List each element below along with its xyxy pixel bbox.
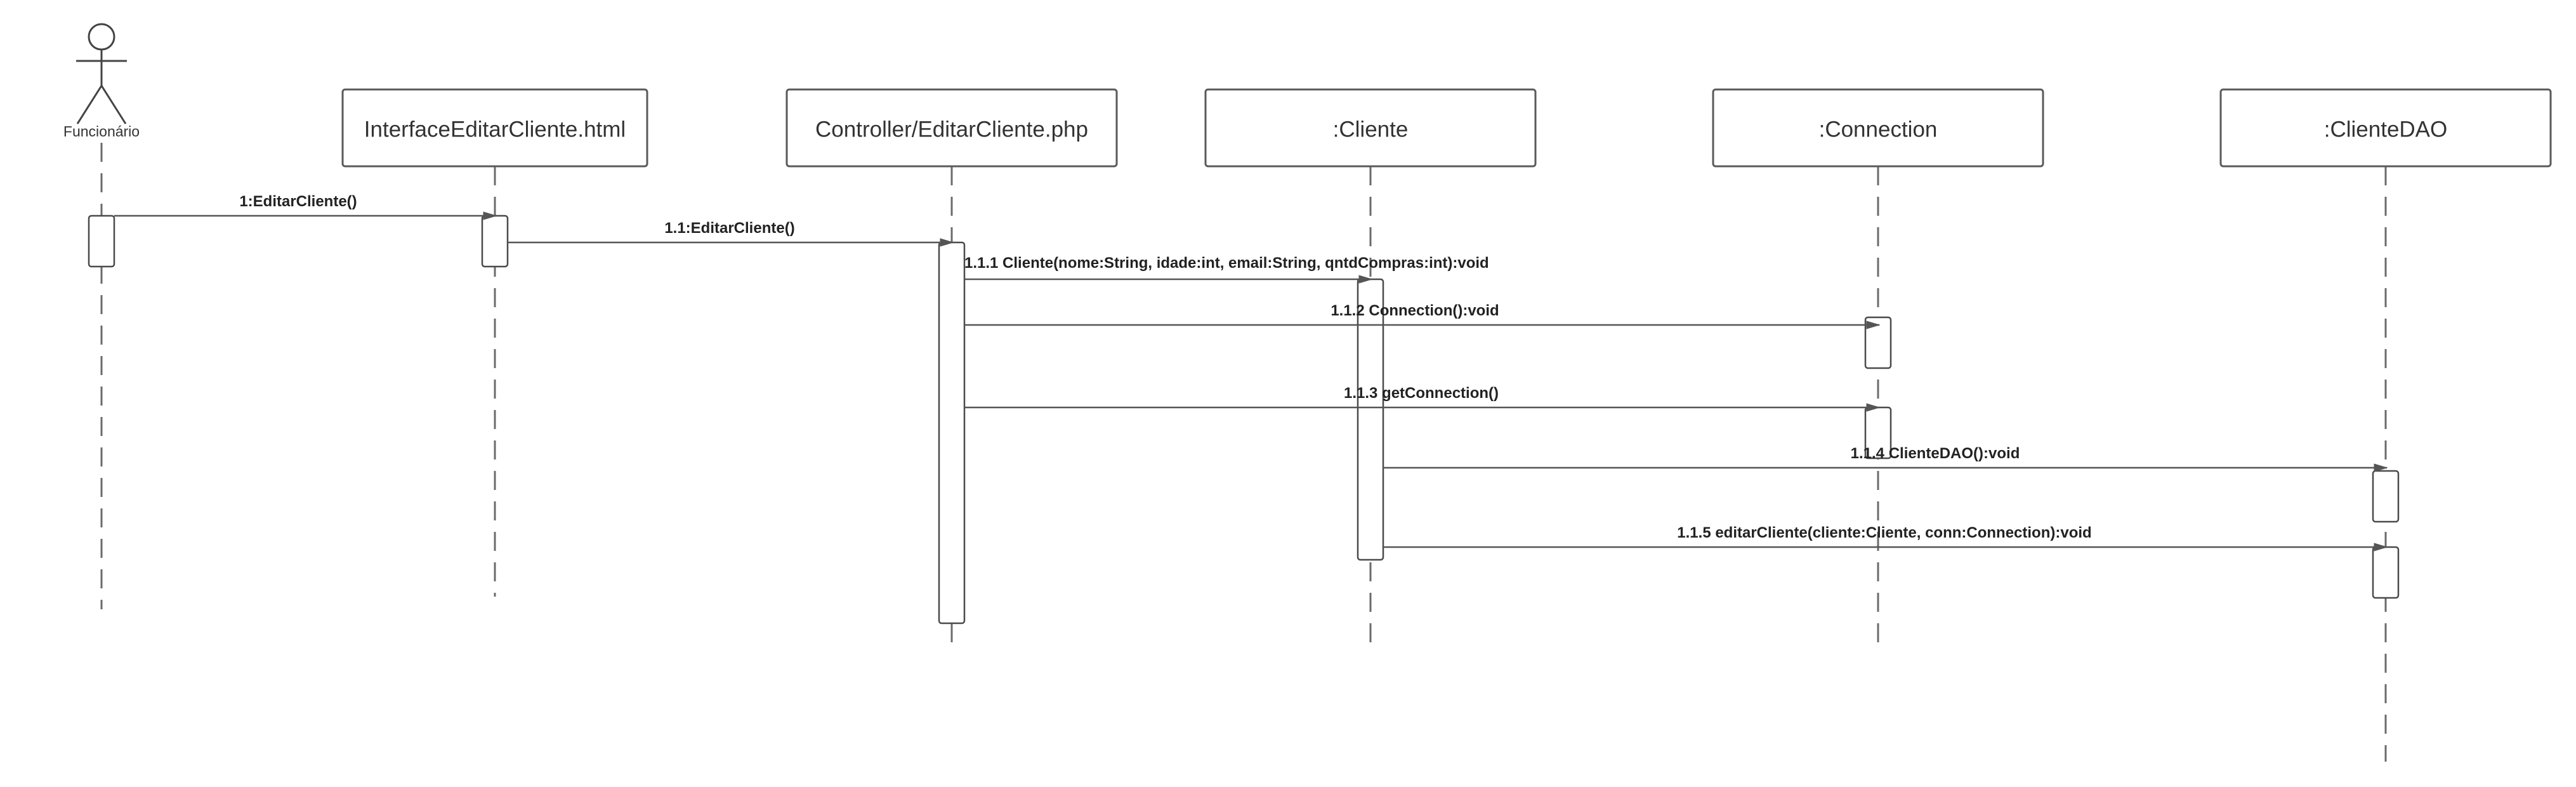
actor-name: Funcionário — [63, 123, 140, 140]
message-label: 1.1.2 Connection():void — [1331, 302, 1499, 319]
participant-clientedao: :ClienteDAO — [2219, 88, 2552, 168]
participant-connection: :Connection — [1712, 88, 2044, 168]
message-1: 1:EditarCliente() — [114, 193, 497, 220]
message-label: 1:EditarCliente() — [239, 193, 357, 210]
message-label: 1.1.3 getConnection() — [1344, 385, 1499, 402]
participant-cliente: :Cliente — [1204, 88, 1537, 168]
message-1-1-1: 1.1.1 Cliente(nome:String, idade:int, em… — [964, 255, 1489, 284]
participant-interface: InterfaceEditarCliente.html — [341, 88, 648, 168]
activation-bar-connection-1 — [1864, 316, 1892, 369]
activation-bar-clientedao-2 — [2372, 546, 2400, 599]
message-label: 1.1.5 editarCliente(cliente:Cliente, con… — [1677, 524, 2091, 541]
participant-name: InterfaceEditarCliente.html — [364, 117, 626, 142]
participant-name: Controller/EditarCliente.php — [815, 117, 1088, 142]
message-1-1: 1.1:EditarCliente() — [508, 220, 954, 247]
participant-name: :Cliente — [1333, 117, 1409, 142]
participant-name: :Connection — [1819, 117, 1938, 142]
activation-bar-funcionario — [88, 215, 115, 268]
message-label: 1.1.1 Cliente(nome:String, idade:int, em… — [964, 255, 1489, 272]
message-1-1-5: 1.1.5 editarCliente(cliente:Cliente, con… — [1383, 524, 2388, 552]
message-1-1-4: 1.1.4 ClienteDAO():void — [1383, 445, 2388, 472]
message-1-1-2: 1.1.2 Connection():void — [964, 302, 1881, 329]
message-label: 1.1.4 ClienteDAO():void — [1851, 445, 2020, 462]
stick-figure-actor-icon — [76, 23, 127, 124]
participant-controller: Controller/EditarCliente.php — [785, 88, 1118, 168]
message-label: 1.1:EditarCliente() — [664, 220, 794, 237]
activation-bar-clientedao-1 — [2372, 470, 2400, 523]
activation-bar-interface — [481, 215, 509, 268]
activation-bar-cliente — [1357, 278, 1384, 561]
message-1-1-3: 1.1.3 getConnection() — [964, 385, 1881, 412]
activation-bar-controller — [938, 241, 966, 625]
actor-funcionario: Funcionário — [63, 23, 140, 140]
participant-name: :ClienteDAO — [2324, 117, 2448, 142]
